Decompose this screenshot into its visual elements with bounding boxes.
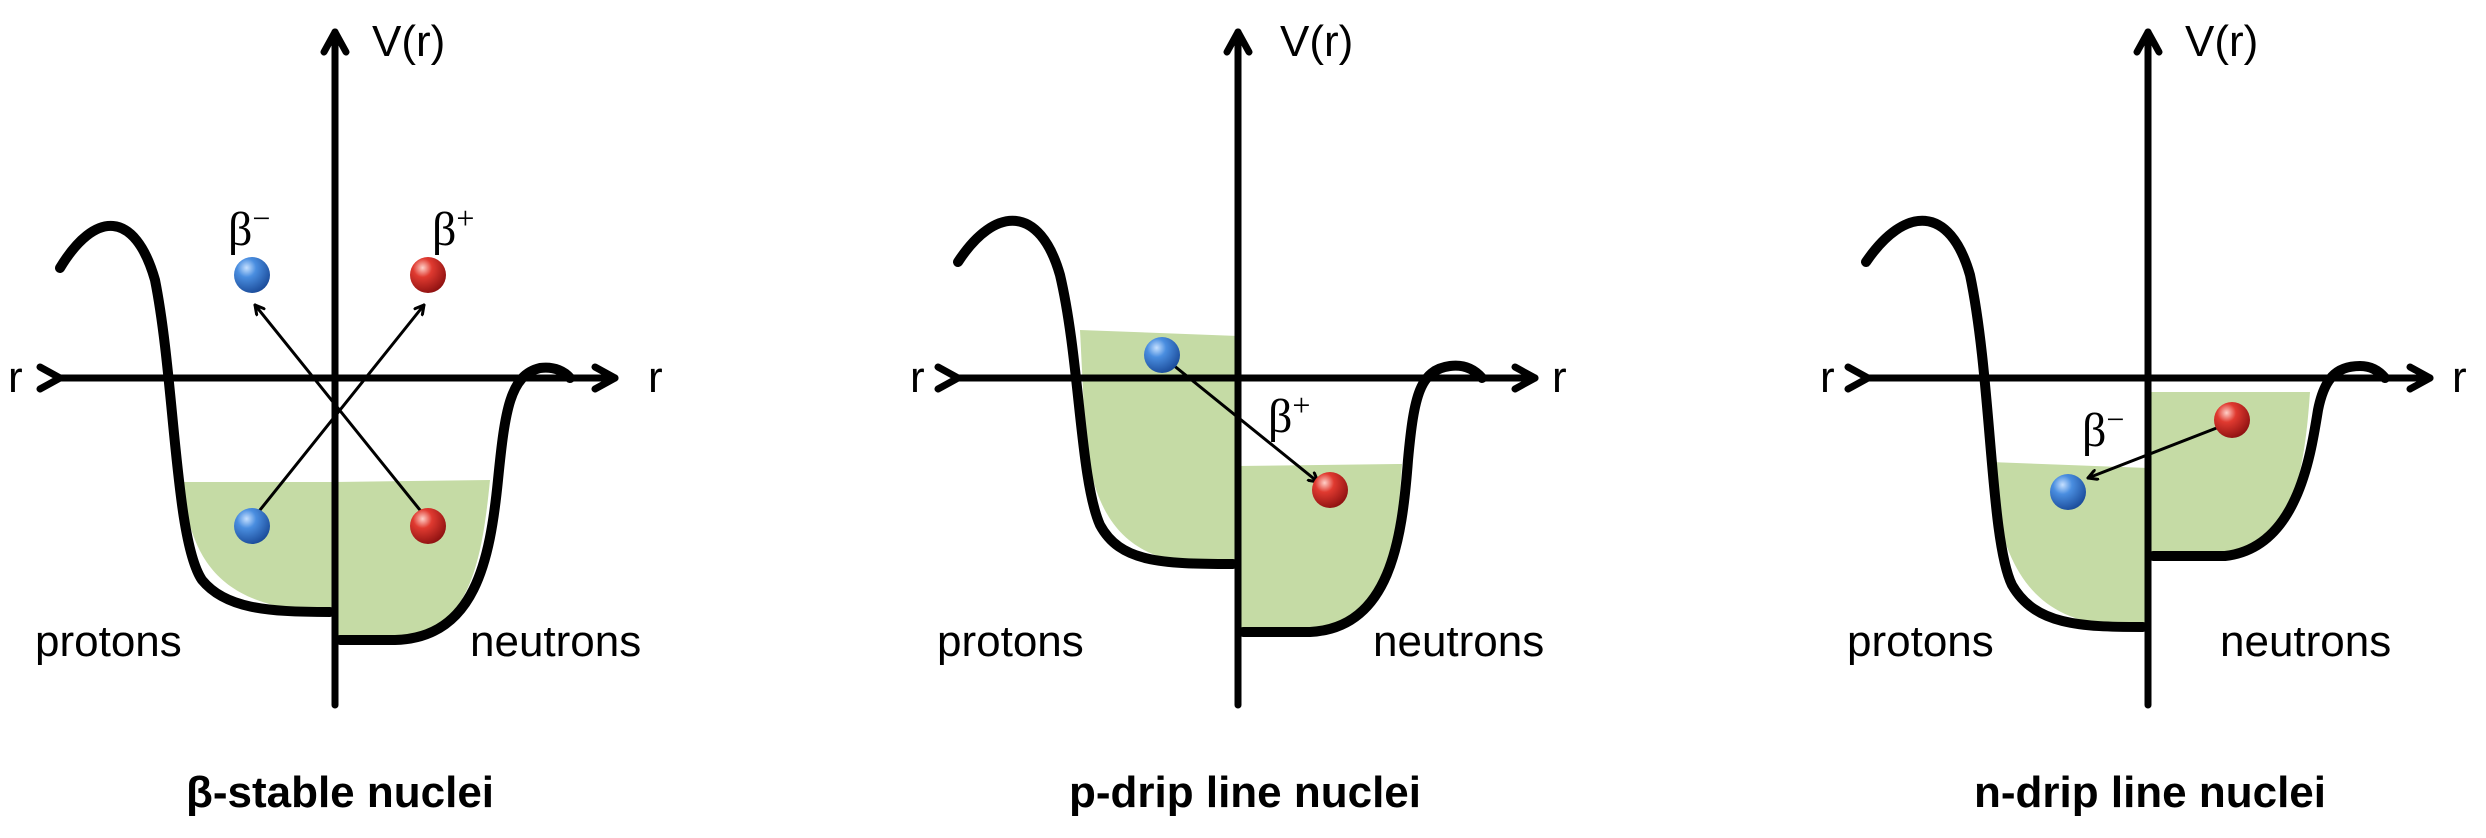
neutron-filled-levels: [2148, 392, 2310, 554]
neutron-potential-curve: [2148, 361, 2390, 561]
proton-ball: [1144, 337, 1180, 373]
neutrons-label: neutrons: [470, 617, 641, 666]
proton-ball: [2050, 474, 2086, 510]
beta-plus-label: β+: [1268, 387, 1310, 443]
vertical-axis-label: V(r): [372, 17, 445, 66]
beta-minus-arrow: [2086, 420, 2234, 478]
proton-potential-curve: [55, 221, 335, 617]
neutrons-label: neutrons: [2220, 617, 2391, 666]
neutron-potential-curve: [1238, 360, 1487, 637]
neutron-ball-emitted: [410, 257, 446, 293]
proton-potential-curve: [1861, 215, 2148, 632]
proton-filled-levels: [182, 482, 335, 612]
proton-ball-emitted: [234, 257, 270, 293]
horizontal-axis-label-right: r: [648, 353, 663, 402]
panel-p-drip-line: β+ V(r) r r protons neutrons p-drip line…: [910, 17, 1567, 817]
panel-caption: n-drip line nuclei: [1974, 768, 2326, 817]
horizontal-axis-label-left: r: [910, 353, 925, 402]
neutron-ball: [2214, 402, 2250, 438]
proton-potential-curve: [953, 215, 1238, 569]
neutron-ball: [1312, 472, 1348, 508]
beta-minus-label: β−: [2082, 401, 2124, 457]
horizontal-axis-label-left: r: [1820, 353, 1835, 402]
beta-plus-arrow: [1160, 354, 1320, 484]
proton-filled-levels: [1990, 462, 2148, 625]
horizontal-axis-label-left: r: [8, 353, 23, 402]
neutrons-label: neutrons: [1373, 617, 1544, 666]
neutron-filled-levels: [335, 480, 490, 640]
neutron-potential-curve: [335, 362, 575, 645]
vertical-axis-label: V(r): [1280, 17, 1353, 66]
beta-plus-arrow: [250, 303, 426, 522]
horizontal-axis-label-right: r: [2452, 353, 2467, 402]
panel-beta-stable: β− β+ V(r) r r protons neutrons β-stable…: [8, 17, 663, 817]
vertical-axis-label: V(r): [2185, 17, 2258, 66]
beta-minus-label: β−: [228, 200, 270, 256]
neutron-filled-levels: [1238, 464, 1402, 628]
protons-label: protons: [35, 617, 182, 666]
neutron-ball-well: [410, 508, 446, 544]
protons-label: protons: [937, 617, 1084, 666]
protons-label: protons: [1847, 617, 1994, 666]
panel-caption: β-stable nuclei: [186, 768, 494, 817]
beta-minus-arrow: [253, 303, 430, 522]
beta-plus-label: β+: [432, 200, 474, 256]
proton-ball-well: [234, 508, 270, 544]
panel-caption: p-drip line nuclei: [1069, 768, 1421, 817]
panel-n-drip-line: β− V(r) r r protons neutrons n-drip line…: [1820, 17, 2467, 817]
horizontal-axis-label-right: r: [1552, 353, 1567, 402]
